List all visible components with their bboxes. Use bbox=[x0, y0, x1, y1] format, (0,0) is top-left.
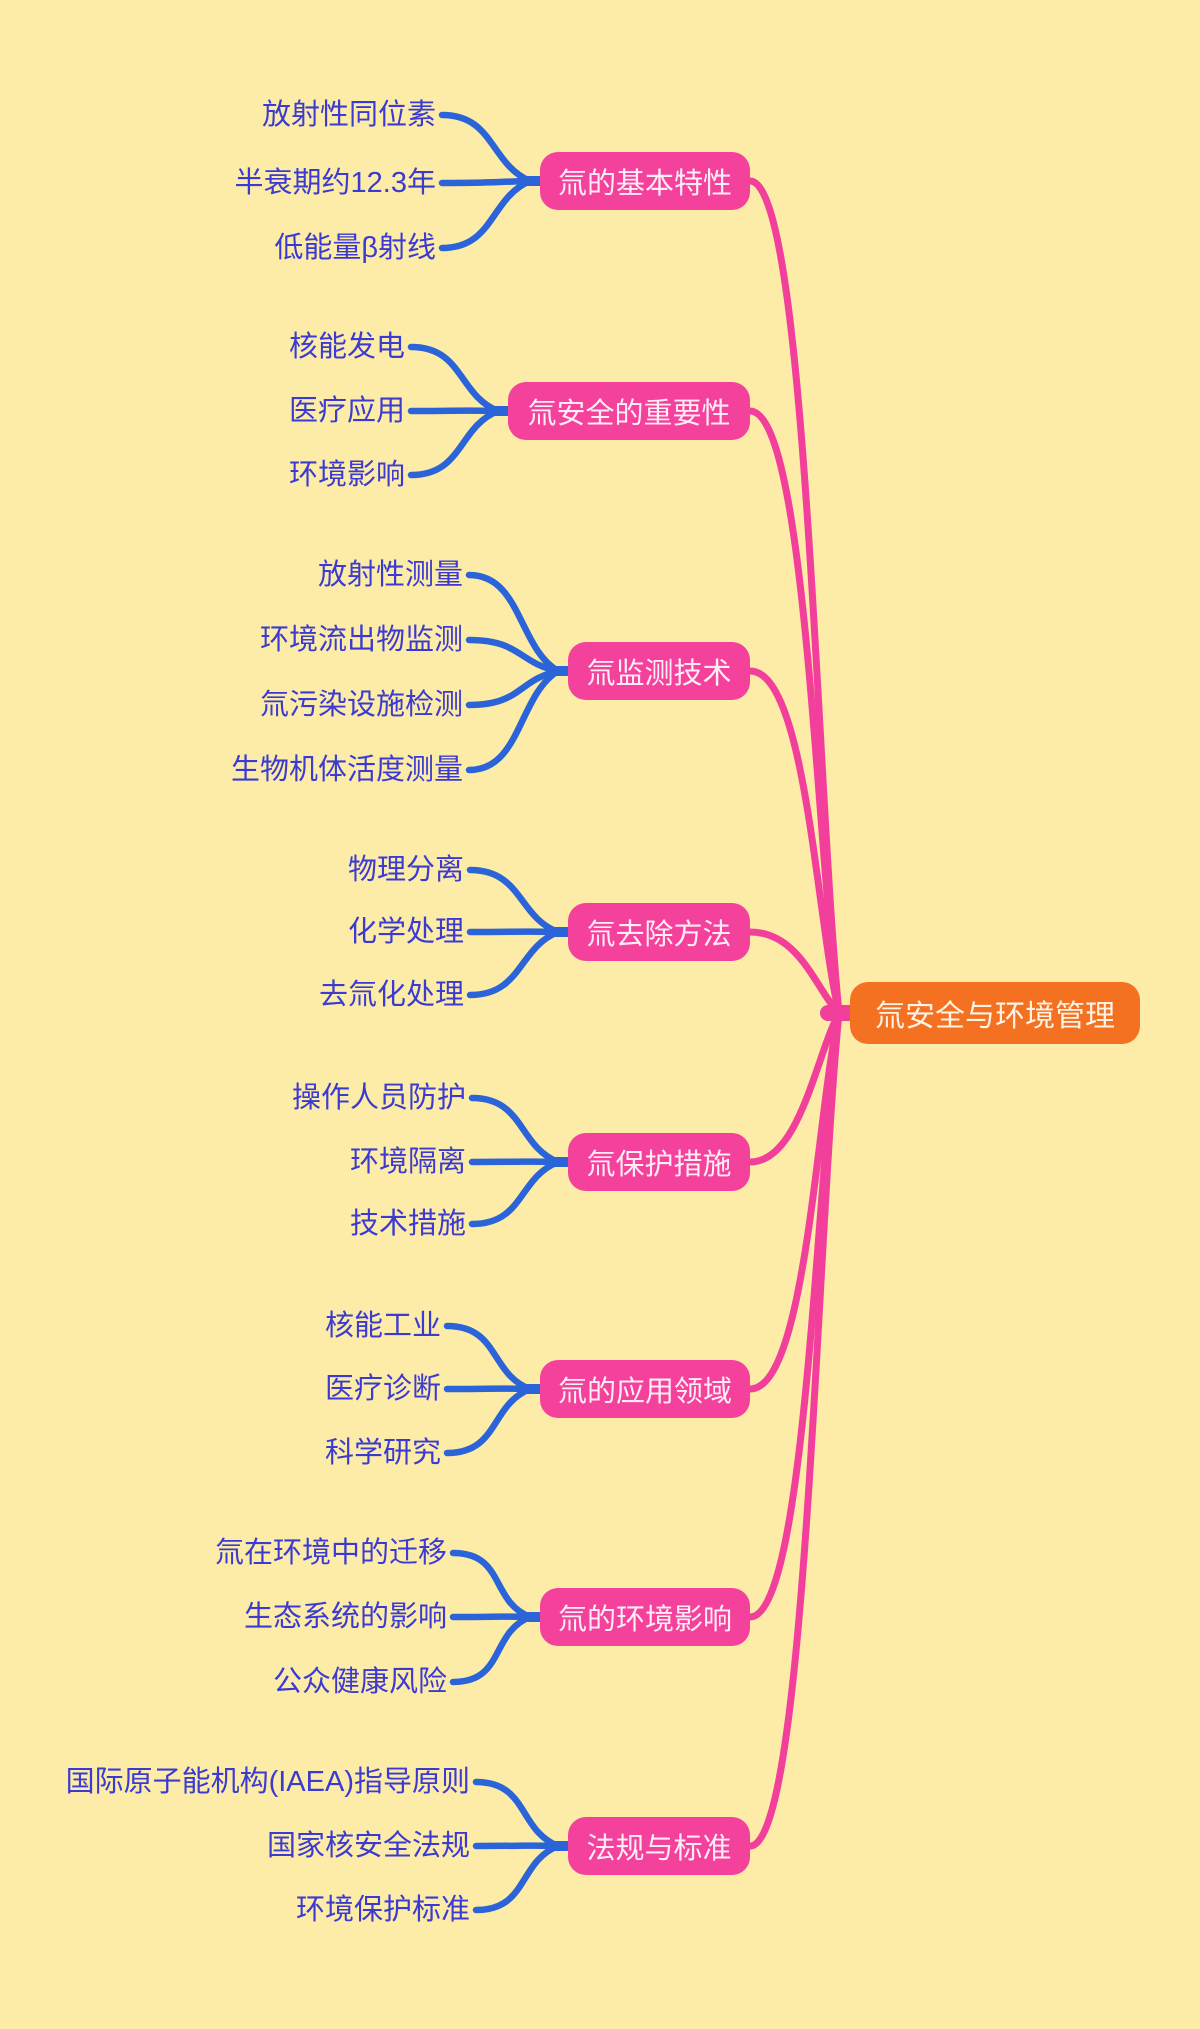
branch-node-monitoring-tech[interactable]: 氚监测技术 bbox=[568, 642, 750, 700]
leaf-edge bbox=[466, 866, 562, 936]
leaf-edge bbox=[449, 1613, 534, 1686]
leaf-node[interactable]: 半衰期约12.3年 bbox=[234, 167, 436, 199]
leaf-node[interactable]: 医疗诊断 bbox=[324, 1373, 441, 1405]
leaf-node[interactable]: 化学处理 bbox=[347, 916, 464, 948]
leaf-node[interactable]: 低能量β射线 bbox=[274, 232, 436, 264]
leaf-edge bbox=[443, 1322, 534, 1393]
root-edge-branch-4 bbox=[746, 928, 843, 1017]
leaf-node[interactable]: 技术措施 bbox=[349, 1208, 466, 1240]
root-edge-branch-2 bbox=[746, 407, 843, 1017]
leaf-node[interactable]: 环境隔离 bbox=[349, 1146, 466, 1178]
leaf-node[interactable]: 去氚化处理 bbox=[318, 979, 464, 1011]
leaf-edge bbox=[465, 667, 562, 709]
leaf-edge bbox=[468, 1094, 562, 1166]
root-edge-branch-5 bbox=[746, 1009, 843, 1166]
root-edge-branch-8 bbox=[746, 1009, 843, 1850]
root-edge-branch-3 bbox=[746, 667, 843, 1017]
leaf-node[interactable]: 放射性测量 bbox=[317, 559, 463, 591]
leaf-node[interactable]: 操作人员防护 bbox=[291, 1082, 466, 1114]
leaf-edge bbox=[438, 177, 534, 187]
leaf-node[interactable]: 核能发电 bbox=[288, 331, 405, 363]
branch-node-protection-measures[interactable]: 氚保护措施 bbox=[568, 1133, 750, 1191]
leaf-node[interactable]: 国家核安全法规 bbox=[266, 1830, 470, 1862]
leaf-node[interactable]: 环境保护标准 bbox=[295, 1894, 470, 1926]
branch-node-basic-properties[interactable]: 氚的基本特性 bbox=[540, 152, 750, 210]
leaf-node[interactable]: 环境影响 bbox=[288, 459, 405, 491]
leaf-edge bbox=[443, 1385, 534, 1457]
root-connectors bbox=[746, 177, 862, 1850]
leaf-edge bbox=[465, 667, 562, 774]
leaf-edge bbox=[438, 177, 534, 252]
branch-node-regulations-standards[interactable]: 法规与标准 bbox=[568, 1817, 750, 1875]
leaf-node[interactable]: 核能工业 bbox=[324, 1310, 441, 1342]
leaf-edge bbox=[449, 1549, 534, 1621]
leaf-edge bbox=[472, 1778, 562, 1850]
leaf-edge bbox=[407, 407, 502, 479]
branch-node-environmental-impact[interactable]: 氚的环境影响 bbox=[540, 1588, 750, 1646]
leaf-node[interactable]: 公众健康风险 bbox=[272, 1666, 447, 1698]
leaf-node[interactable]: 放射性同位素 bbox=[261, 99, 436, 131]
leaf-edge bbox=[407, 343, 502, 415]
leaf-node[interactable]: 生物机体活度测量 bbox=[230, 754, 463, 786]
branch-node-application-fields[interactable]: 氚的应用领域 bbox=[540, 1360, 750, 1418]
leaf-node[interactable]: 氚在环境中的迁移 bbox=[214, 1537, 447, 1569]
leaf-node[interactable]: 科学研究 bbox=[324, 1437, 441, 1469]
branch-node-removal-methods[interactable]: 氚去除方法 bbox=[568, 903, 750, 961]
leaf-edge bbox=[466, 928, 562, 999]
leaf-node[interactable]: 医疗应用 bbox=[288, 395, 405, 427]
leaf-edge bbox=[465, 636, 562, 675]
leaf-edge bbox=[472, 1842, 562, 1914]
leaf-node[interactable]: 氚污染设施检测 bbox=[259, 689, 463, 721]
branch-node-safety-importance[interactable]: 氚安全的重要性 bbox=[508, 382, 750, 440]
leaf-edge bbox=[465, 571, 562, 675]
leaf-node[interactable]: 生态系统的影响 bbox=[243, 1601, 447, 1633]
root-node[interactable]: 氚安全与环境管理 bbox=[850, 982, 1140, 1044]
leaf-node[interactable]: 环境流出物监测 bbox=[259, 624, 463, 656]
leaf-edge bbox=[468, 1158, 562, 1228]
leaf-edge bbox=[438, 111, 534, 185]
leaf-node[interactable]: 物理分离 bbox=[347, 854, 464, 886]
leaf-node[interactable]: 国际原子能机构(IAEA)指导原则 bbox=[65, 1766, 470, 1798]
